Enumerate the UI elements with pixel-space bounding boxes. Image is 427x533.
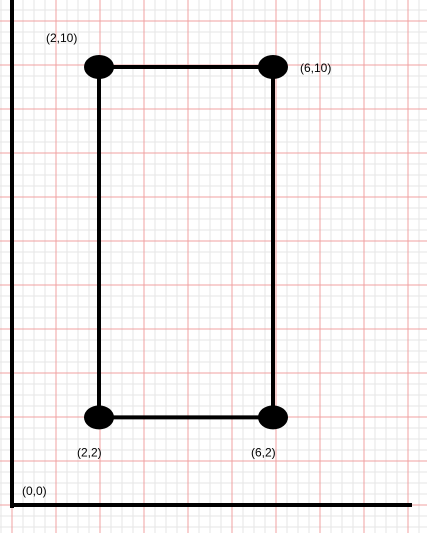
point-marker (84, 55, 114, 79)
point-marker (258, 405, 288, 430)
point-label: (6,10) (300, 61, 331, 75)
point-label: (6,2) (251, 445, 276, 459)
points-layer: (2,10) (6,10) (2,2) (6,2) (46, 31, 331, 459)
point-label: (2,2) (77, 445, 102, 459)
point-marker (258, 55, 288, 79)
rectangle-edges (97, 65, 275, 420)
point-marker (84, 405, 114, 430)
point-label: (2,10) (46, 31, 77, 45)
origin-label: (0,0) (22, 484, 47, 498)
